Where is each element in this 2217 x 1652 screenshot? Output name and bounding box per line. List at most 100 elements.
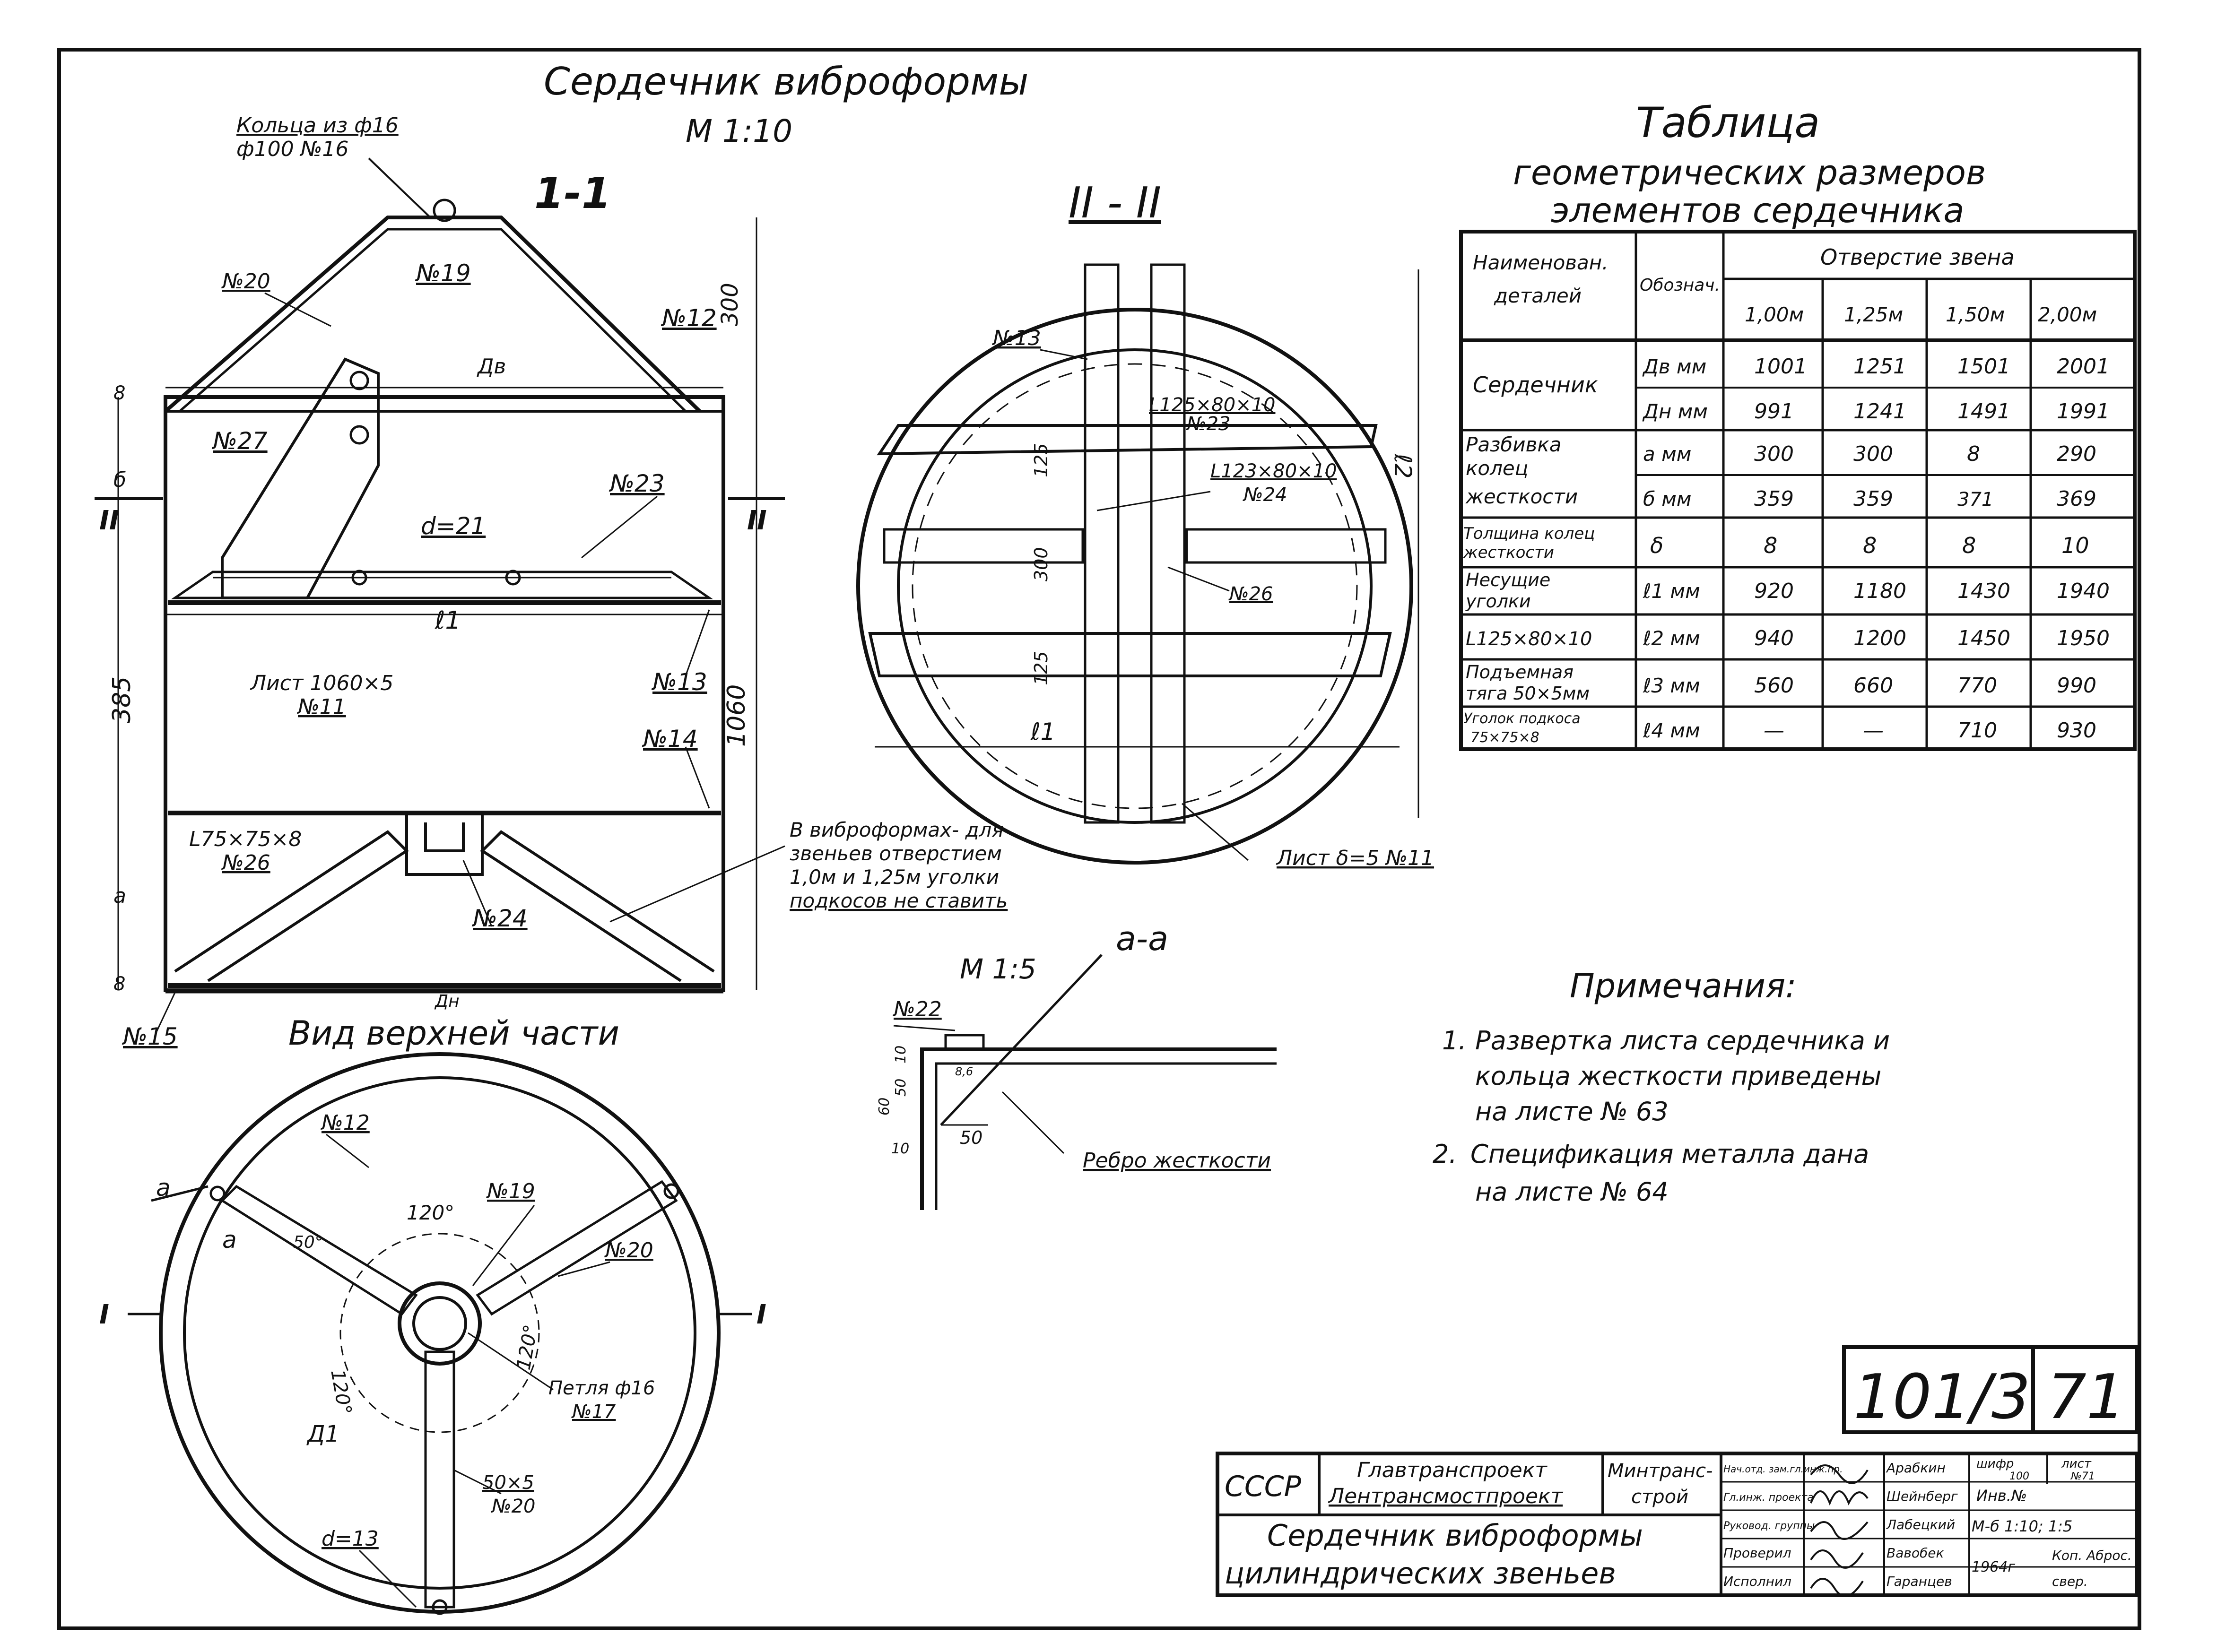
row1a-v1: 1001: [1754, 355, 1807, 379]
section-mark-ii-left: II: [99, 505, 119, 536]
top-label-n20b: №20: [491, 1496, 536, 1517]
sheet-frame: [57, 48, 2141, 1630]
angles-note-line-3: 1,0м и 1,25м уголки: [790, 865, 999, 889]
drawing-title: Сердечник виброформы: [544, 60, 1029, 104]
top-angle-120a: 120°: [407, 1201, 454, 1224]
signature-3: [1810, 1521, 1869, 1540]
sec2-dim-125b: 125: [1031, 651, 1052, 685]
label-n27: №27: [211, 427, 268, 455]
detail-section: а-а: [1116, 919, 1168, 958]
label-n13: №13: [651, 668, 707, 696]
sec2-dim-125a: 125: [1031, 443, 1052, 477]
signature-2: [1810, 1490, 1869, 1506]
row7-name-1: Уголок подкоса: [1463, 710, 1581, 727]
stamp-code-label: шифр: [1976, 1457, 2014, 1471]
row1b-v4: 1991: [2057, 399, 2110, 424]
detail-dim-5: 50: [960, 1127, 982, 1148]
stamp-org-1: Главтранспроект: [1357, 1458, 1548, 1482]
top-view-title: Вид верхней части: [288, 1014, 619, 1053]
top-mark-a-bot: а: [222, 1226, 237, 1254]
row6-v1: 560: [1754, 674, 1794, 698]
row7-v3: 710: [1957, 718, 1997, 743]
label-n14: №14: [642, 725, 698, 752]
top-section-i-left: I: [99, 1299, 109, 1330]
row3-name-2: жесткости: [1463, 543, 1554, 562]
label-n26: №26: [221, 851, 270, 875]
row1b-sym: Дн мм: [1642, 400, 1708, 423]
row2-name-1: Разбивка: [1466, 433, 1561, 456]
sheet-number-box: 101/3 71: [1842, 1345, 2139, 1434]
row2b-sym: б мм: [1643, 487, 1692, 510]
angles-note-line-2: звеньев отверстием: [790, 842, 1002, 865]
label-angle26: L75×75×8: [189, 827, 302, 851]
detail-dim-1: 10: [893, 1046, 909, 1064]
stamp-name-5: Гаранцев: [1887, 1574, 1952, 1589]
stamp-drawing-1: Сердечник виброформы: [1267, 1518, 1643, 1553]
ring-label: Кольца из ф16 ф100 №16: [236, 113, 431, 218]
row2b-v1: 359: [1754, 487, 1794, 511]
stamp-code-value: Инв.№: [1976, 1487, 2027, 1505]
row1a-v3: 1501: [1957, 355, 2010, 379]
row4-sym: ℓ1 мм: [1643, 579, 1700, 603]
top-loop-line-1: Петля ф16: [548, 1377, 655, 1399]
note-1-num: 1.: [1442, 1026, 1467, 1055]
sec2-label-n13: №13: [991, 326, 1041, 350]
section-1-1-title: 1-1: [534, 169, 611, 218]
sec2-dim-300: 300: [1031, 547, 1052, 581]
top-label-n12: №12: [320, 1111, 370, 1135]
stamp-copy-2: свер.: [2052, 1574, 2088, 1589]
stamp-role-3: Руковод. группы: [1723, 1520, 1815, 1532]
stamp-ministry-2: строй: [1631, 1486, 1688, 1508]
top-label-strip: 50×5: [482, 1472, 534, 1494]
stamp-role-4: Проверил: [1723, 1545, 1791, 1561]
row2a-sym: а мм: [1643, 442, 1691, 466]
detail-dim-4: 10: [891, 1141, 909, 1157]
label-n24: №24: [471, 905, 528, 932]
section-2-2-title: II - II: [1069, 178, 1161, 228]
label-n12: №12: [661, 304, 717, 332]
row2a-v3: 8: [1967, 442, 1980, 466]
dim-a: а: [113, 884, 126, 908]
row7-name-2: 75×75×8: [1470, 729, 1539, 746]
angles-note: В виброформах- для звеньев отверстием 1,…: [609, 818, 1008, 923]
row4-name-1: Несущие: [1466, 570, 1550, 590]
row5-v1: 940: [1754, 626, 1794, 650]
table-head-col-4: 2,00м: [2038, 303, 2097, 326]
table-head-name-2: деталей: [1494, 284, 1582, 307]
ring-label-line-1: Кольца из ф16: [236, 113, 399, 138]
label-d21: d=21: [421, 512, 486, 540]
row3-sym: δ: [1650, 533, 1663, 558]
label-n23: №23: [609, 470, 665, 497]
row1b-v3: 1491: [1957, 399, 2010, 424]
stamp-name-4: Вавобек: [1887, 1545, 1944, 1561]
row4-name-2: уголки: [1465, 591, 1531, 612]
note-1-line-1: Развертка листа сердечника и: [1475, 1026, 1890, 1055]
row2b-v2: 359: [1853, 487, 1893, 511]
row6-name-1: Подъемная: [1466, 662, 1574, 683]
label-l1: ℓ1: [435, 606, 461, 635]
signature-5: [1810, 1578, 1864, 1597]
detail-rib: Ребро жесткости: [1083, 1149, 1271, 1173]
label-n15: №15: [122, 1023, 178, 1050]
sec2-label-angle24: L123×80×10: [1210, 460, 1337, 482]
stamp-copy-1: Коп. Аброс.: [2052, 1548, 2132, 1563]
top-angle-120c: 120°: [513, 1323, 542, 1372]
top-angle-120b: 120°: [326, 1368, 356, 1417]
signature-4: [1810, 1549, 1864, 1569]
section-mark-ii-right: II: [747, 505, 767, 536]
row6-v4: 990: [2057, 674, 2096, 698]
row4-v2: 1180: [1853, 579, 1906, 603]
table-title-line-2: геометрических размеров: [1513, 153, 1986, 192]
ring-label-line-2: ф100 №16: [236, 137, 348, 161]
section-2-2: №13 L125×80×10 №23 L123×80×10 №24 №26 12…: [856, 263, 1434, 870]
angles-note-line-1: В виброформах- для: [790, 818, 1004, 841]
row3-v3: 8: [1962, 533, 1976, 558]
label-sheet: Лист 1060×5: [250, 671, 393, 695]
table-title-line-3: элементов сердечника: [1551, 190, 1965, 230]
stamp-role-2: Гл.инж. проекта: [1723, 1492, 1814, 1504]
top-label-d13: d=13: [322, 1527, 379, 1551]
note-2-num: 2.: [1433, 1139, 1457, 1169]
row2a-v4: 290: [2057, 442, 2096, 466]
note-1-line-2: кольца жесткости приведены: [1475, 1061, 1881, 1091]
angles-note-line-4: подкосов не ставить: [790, 889, 1008, 912]
